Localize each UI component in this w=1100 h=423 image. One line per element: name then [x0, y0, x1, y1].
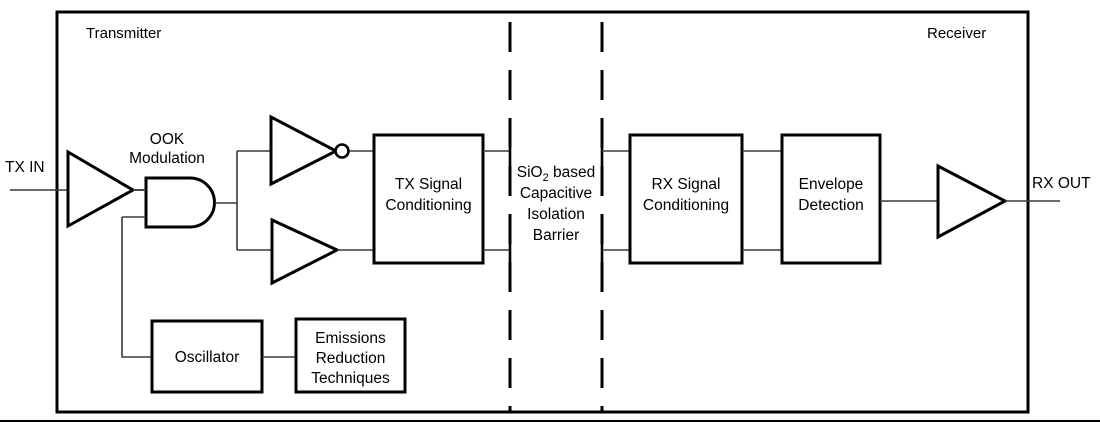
barrier-label-line4: Barrier	[533, 227, 580, 244]
barrier-sio2-prefix: SiO	[517, 164, 543, 181]
rx-out-label: RX OUT	[1032, 175, 1091, 192]
barrier-sio2-subscript: 2	[543, 172, 549, 184]
receiver-region-label: Receiver	[927, 25, 986, 42]
envelope-detection-line1: Envelope	[799, 176, 864, 193]
barrier-label-line2: Capacitive	[520, 185, 592, 202]
wire-oscillator-to-and	[121, 217, 152, 358]
and-gate	[144, 176, 216, 229]
ook-modulation-label-line2: Modulation	[129, 150, 205, 167]
envelope-detection-block	[780, 133, 882, 265]
barrier-label-line1: SiO2 based	[517, 164, 596, 184]
tx-signal-conditioning-block	[372, 133, 485, 265]
ook-modulation-label-line1: OOK	[150, 131, 185, 148]
buffer-gate	[270, 217, 341, 286]
emissions-reduction-line2: Reduction	[316, 350, 386, 367]
oscillator-label: Oscillator	[175, 349, 240, 366]
tx-in-label: TX IN	[5, 159, 45, 176]
inverter-gate	[269, 114, 340, 187]
envelope-detection-line2: Detection	[798, 197, 863, 214]
input-buffer-amplifier	[66, 149, 137, 229]
output-buffer-amplifier	[936, 163, 1009, 240]
emissions-reduction-line3: Techniques	[311, 370, 390, 387]
oscillator-block	[150, 319, 264, 394]
rx-signal-conditioning-line1: RX Signal	[652, 176, 721, 193]
barrier-sio2-suffix: based	[549, 164, 596, 181]
device-outline	[55, 10, 1030, 414]
rx-signal-conditioning-block	[628, 133, 744, 265]
transmitter-region-label: Transmitter	[86, 25, 161, 42]
inverter-bubble-icon	[334, 143, 350, 159]
barrier-label-line3: Isolation	[527, 206, 585, 223]
tx-signal-conditioning-line2: Conditioning	[385, 197, 471, 214]
emissions-reduction-block	[294, 317, 407, 394]
tx-signal-conditioning-line1: TX Signal	[395, 176, 462, 193]
emissions-reduction-line1: Emissions	[315, 330, 386, 347]
rx-signal-conditioning-line2: Conditioning	[643, 197, 729, 214]
